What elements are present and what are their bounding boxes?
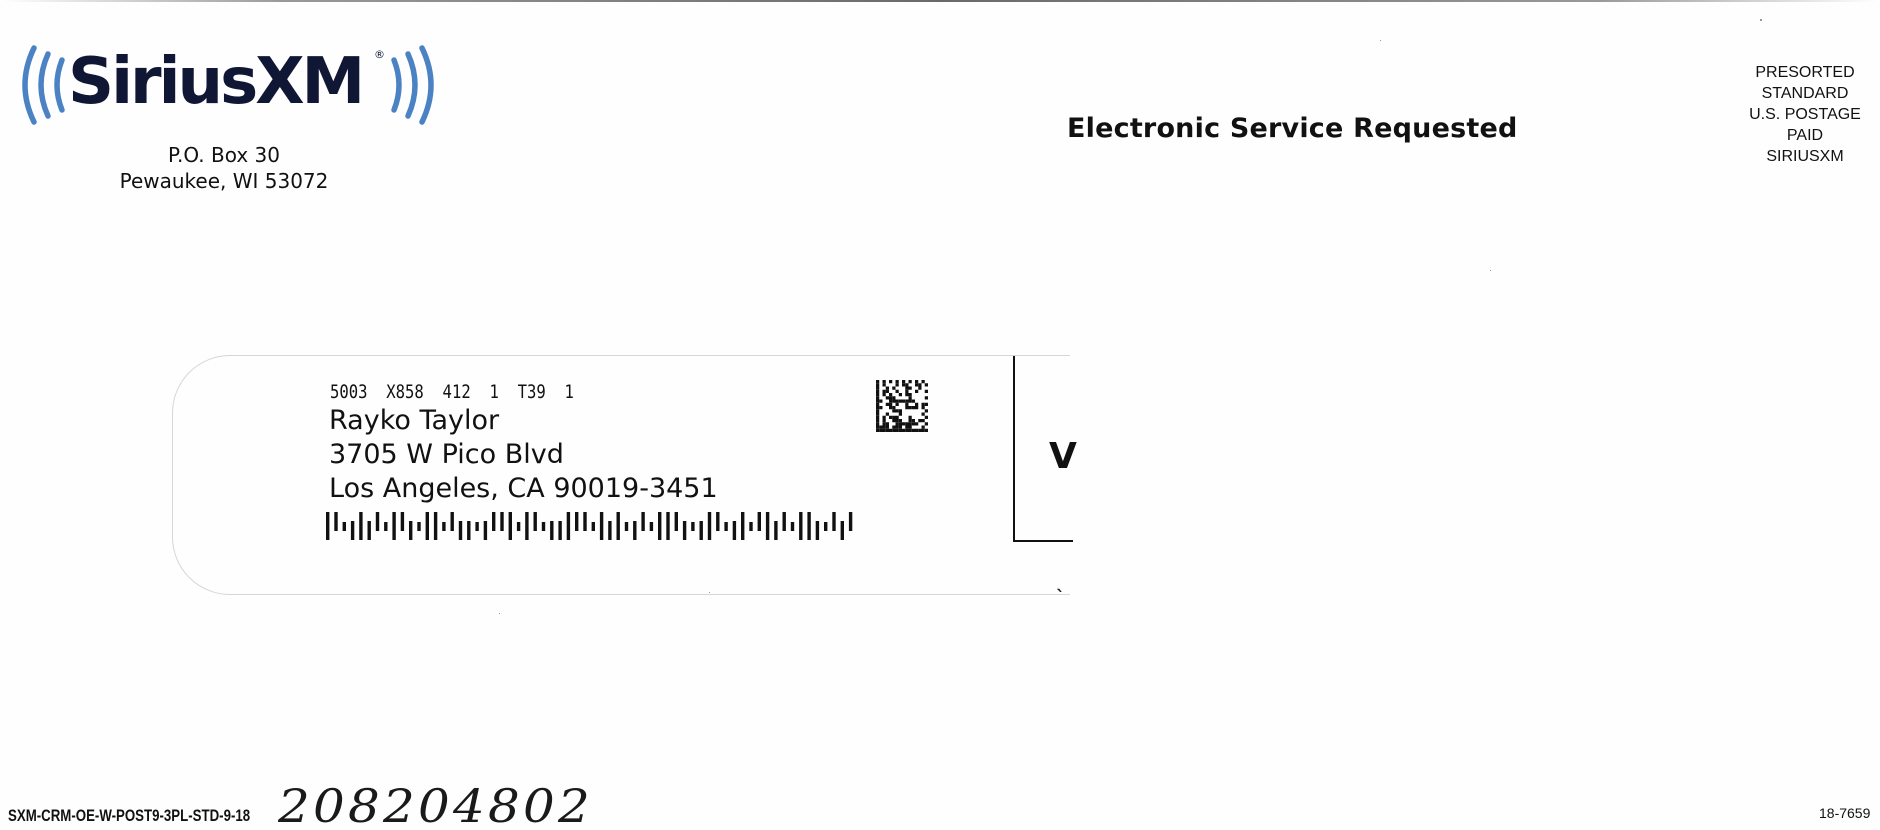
- siriusxm-logo: SiriusXM ®: [18, 40, 434, 130]
- recipient-name: Rayko Taylor: [329, 405, 500, 436]
- recipient-street: 3705 W Pico Blvd: [329, 439, 564, 470]
- registered-mark: ®: [374, 48, 385, 61]
- postage-line: STANDARD: [1761, 85, 1849, 102]
- form-number: 18-7659: [1819, 805, 1871, 821]
- paper-speck: [1760, 19, 1762, 21]
- insert-card-edge: [1013, 356, 1073, 542]
- window-edge-mask: [1070, 345, 1270, 605]
- paper-speck: [1380, 40, 1381, 41]
- radio-wave-left-icon: [22, 45, 65, 125]
- return-address-line: Pewaukee, WI 53072: [119, 169, 329, 193]
- recipient-city-state-zip: Los Angeles, CA 90019-3451: [329, 473, 718, 504]
- radio-wave-right-icon: [391, 45, 434, 125]
- postage-indicia: PRESORTED STANDARD U.S. POSTAGE PAID SIR…: [1728, 62, 1880, 167]
- paper-speck: [709, 592, 710, 593]
- postage-line: PAID: [1786, 127, 1824, 144]
- return-address-line: P.O. Box 30: [168, 143, 280, 167]
- envelope-top-edge: [0, 0, 1880, 2]
- svg-text:208204802: 208204802: [278, 782, 593, 830]
- insert-partial-letter: V: [1049, 436, 1077, 477]
- logo-wordmark: SiriusXM: [68, 45, 365, 119]
- return-address: P.O. Box 30 Pewaukee, WI 53072: [104, 142, 344, 194]
- paper-speck: [499, 613, 500, 614]
- postage-line: SIRIUSXM: [1766, 148, 1844, 165]
- handwritten-number: 208204802: [278, 782, 593, 830]
- electronic-service-notice: Electronic Service Requested: [1067, 113, 1518, 144]
- datamatrix-code-icon: [876, 380, 928, 432]
- postage-line: U.S. POSTAGE: [1749, 106, 1861, 123]
- insert-mark: ˎ: [1056, 572, 1065, 593]
- job-code: SXM-CRM-OE-W-POST9-3PL-STD-9-18: [8, 806, 251, 825]
- postage-line: PRESORTED: [1755, 64, 1855, 81]
- mail-sort-code: 5003 X858 412 1 T39 1: [330, 381, 574, 403]
- paper-speck: [1490, 270, 1491, 271]
- intelligent-mail-barcode-icon: [326, 512, 853, 540]
